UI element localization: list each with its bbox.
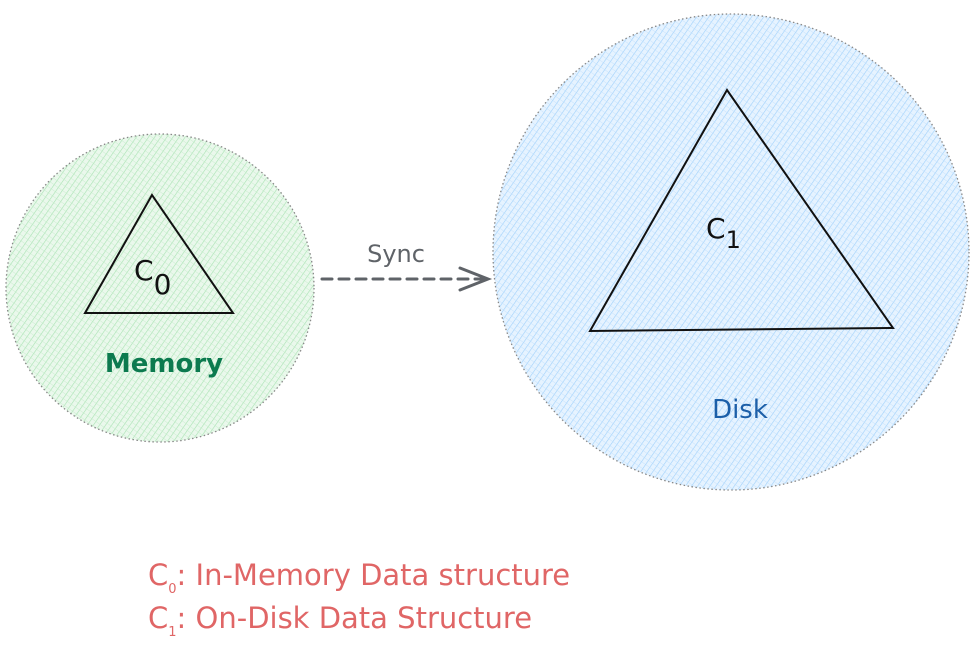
disk-circle <box>492 13 970 491</box>
arrowhead-icon <box>458 266 493 292</box>
disk-label: Disk <box>712 395 768 425</box>
memory-node: C0 Memory <box>5 133 315 443</box>
legend: C0: In-Memory Data structure C1: On-Disk… <box>148 558 570 640</box>
sync-arrow: Sync <box>320 240 493 292</box>
memory-circle <box>5 133 315 443</box>
c1-triangle <box>588 88 895 333</box>
memory-label: Memory <box>105 349 223 379</box>
sync-label: Sync <box>367 240 425 268</box>
disk-node: C1 Disk <box>492 13 970 491</box>
legend-item-c1: C1: On-Disk Data Structure <box>148 601 532 640</box>
c0-label: C0 <box>134 254 171 301</box>
c1-label: C1 <box>706 212 741 254</box>
legend-item-c0: C0: In-Memory Data structure <box>148 558 570 597</box>
c0-triangle <box>83 193 235 314</box>
